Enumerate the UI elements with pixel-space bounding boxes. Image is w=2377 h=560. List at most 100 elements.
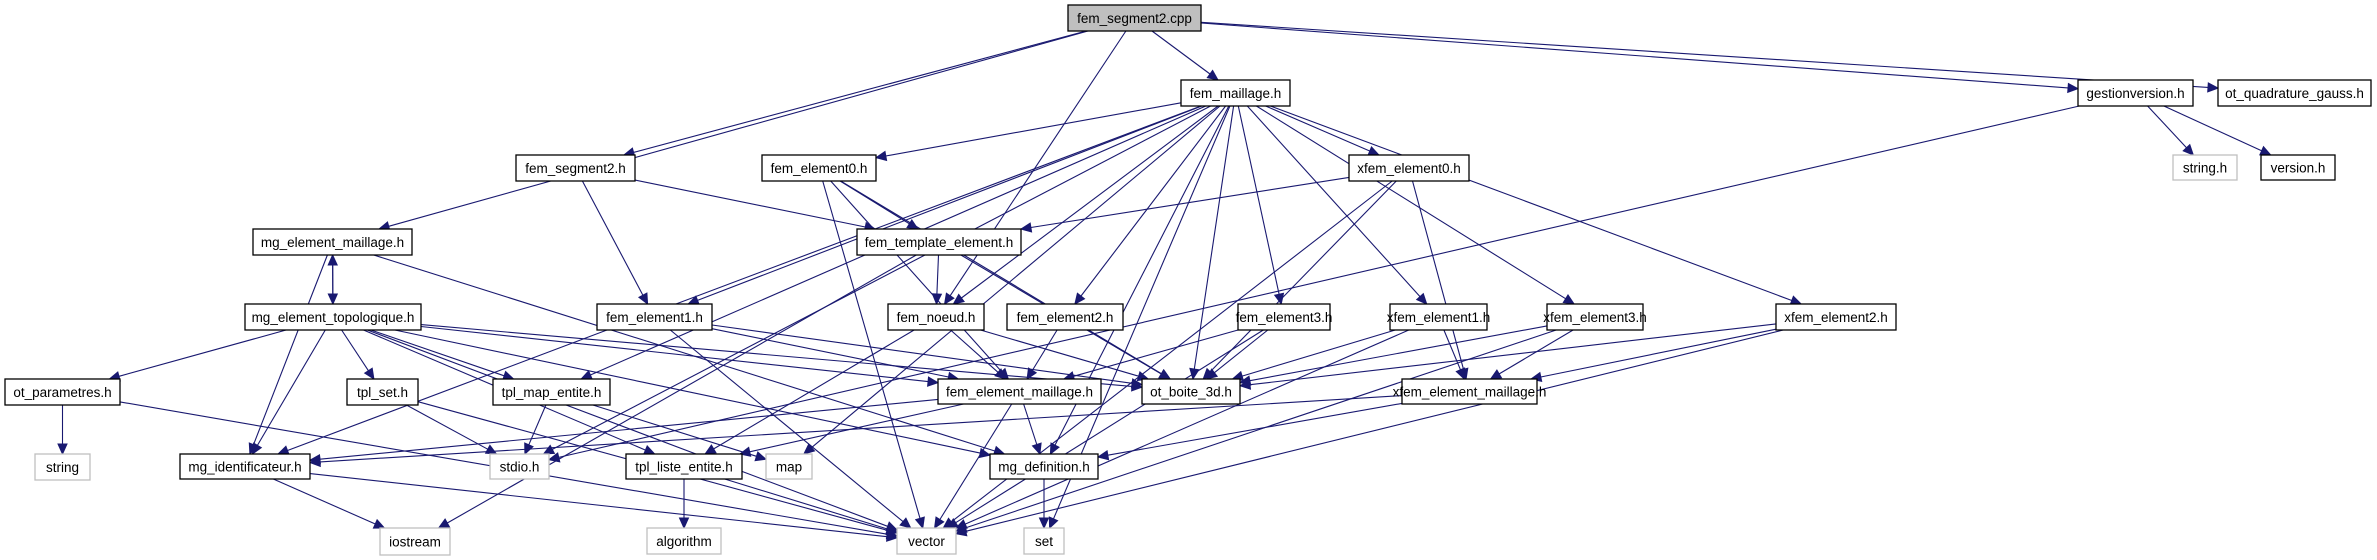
edge-xfem_element2_h-to-vector xyxy=(954,329,1784,537)
edge-line xyxy=(840,180,1162,375)
node-label: fem_maillage.h xyxy=(1190,86,1282,101)
edge-line xyxy=(1052,105,1231,520)
node-fem-element0-h[interactable]: fem_element0.h xyxy=(761,154,877,182)
edge-fem_maillage_h-to-map xyxy=(802,105,1221,455)
node-box xyxy=(1401,378,1538,405)
edge-line xyxy=(592,404,757,457)
arrowhead-icon xyxy=(899,517,912,529)
arrowhead-icon xyxy=(874,150,888,162)
node-fem-element-maillage-h[interactable]: fem_element_maillage.h xyxy=(937,378,1102,405)
edge-tpl_liste_entite_h-to-algorithm xyxy=(678,479,690,530)
arrowhead-icon xyxy=(1049,442,1060,456)
edge-fem_segment2_cpp-to-fem_segment2_h xyxy=(622,30,1087,158)
edge-gestionversion_h-to-stdio_h xyxy=(547,105,2080,463)
edge-line xyxy=(1031,329,1058,371)
arrowhead-icon xyxy=(372,518,386,529)
edge-line xyxy=(711,328,949,378)
arrowhead-icon xyxy=(363,367,375,381)
edge-line xyxy=(2163,105,2262,152)
node-box xyxy=(346,378,419,406)
edge-fem_template_element_h-to-fem_noeud_h xyxy=(931,254,943,306)
edge-fem_segment2_cpp-to-fem_maillage_h xyxy=(1151,30,1219,81)
node-box xyxy=(1546,303,1644,331)
node-box xyxy=(515,154,636,182)
edge-gestionversion_h-to-string_h xyxy=(2147,105,2195,156)
edge-mg_element_maillage_h-to-mg_identificateur_h xyxy=(248,254,328,456)
arrowhead-icon xyxy=(2067,82,2080,94)
node-fem-segment2-cpp[interactable]: fem_segment2.cpp xyxy=(1067,4,1202,32)
node-fem-noeud-h[interactable]: fem_noeud.h xyxy=(887,303,985,331)
node-mg-element-topologique-h[interactable]: mg_element_topologique.h xyxy=(244,303,422,331)
node-gestionversion-h[interactable]: gestionversion.h xyxy=(2077,79,2194,107)
edge-line xyxy=(1151,30,1211,75)
arrowhead-icon xyxy=(802,443,816,455)
node-mg-element-maillage-h[interactable]: mg_element_maillage.h xyxy=(252,228,413,256)
edge-line xyxy=(1030,176,1350,229)
edge-line xyxy=(1265,105,1370,152)
arrowhead-icon xyxy=(1238,379,1252,390)
node-tpl-liste-entite-h[interactable]: tpl_liste_entite.h xyxy=(625,453,743,480)
node-xfem-element2-h[interactable]: xfem_element2.h xyxy=(1775,303,1897,331)
edge-line xyxy=(980,329,1139,377)
edge-line xyxy=(955,329,1264,524)
edge-line xyxy=(724,478,888,530)
node-box xyxy=(1067,4,1202,32)
arrowhead-icon xyxy=(952,293,965,305)
edge-mg_definition_h-to-set xyxy=(1038,479,1050,530)
node-label: fem_element0.h xyxy=(771,161,868,176)
node-ot-parametres-h[interactable]: ot_parametres.h xyxy=(4,378,121,406)
node-label: mg_element_topologique.h xyxy=(252,310,415,325)
node-xfem-element1-h[interactable]: xfem_element1.h xyxy=(1387,303,1491,331)
edge-line xyxy=(1249,323,1777,386)
node-label: mg_element_maillage.h xyxy=(261,235,404,250)
arrowhead-icon xyxy=(931,293,943,306)
arrowhead-icon xyxy=(437,518,451,529)
node-label: tpl_set.h xyxy=(357,385,408,400)
edge-xfem_element1_h-to-xfem_element_maillage_h xyxy=(1443,329,1466,381)
arrowhead-icon xyxy=(704,444,717,455)
arrowhead-icon xyxy=(927,376,940,387)
arrowhead-icon xyxy=(994,368,1007,380)
arrowhead-icon xyxy=(1205,368,1219,380)
node-label: xfem_element0.h xyxy=(1357,161,1461,176)
node-mg-definition-h[interactable]: mg_definition.h xyxy=(989,453,1099,480)
edge-fem_element0_h-to-vector xyxy=(822,180,925,530)
node-xfem-element0-h[interactable]: xfem_element0.h xyxy=(1348,154,1470,182)
node-label: mg_identificateur.h xyxy=(188,460,301,475)
node-tpl-set-h[interactable]: tpl_set.h xyxy=(346,378,419,406)
node-box xyxy=(1775,303,1897,331)
node-mg-identificateur-h[interactable]: mg_identificateur.h xyxy=(179,453,311,480)
node-ot-boite-3d-h[interactable]: ot_boite_3d.h xyxy=(1141,378,1241,405)
node-box xyxy=(1006,303,1124,331)
node-fem-element3-h[interactable]: fem_element3.h xyxy=(1236,303,1333,331)
node-fem-element2-h[interactable]: fem_element2.h xyxy=(1006,303,1124,331)
arrowhead-icon xyxy=(2182,143,2195,156)
edge-line xyxy=(1540,328,1777,378)
edge-fem_maillage_h-to-fem_element2_h xyxy=(1074,105,1227,305)
edge-line xyxy=(697,105,1202,301)
node-xfem-element3-h[interactable]: xfem_element3.h xyxy=(1543,303,1647,331)
node-fem-maillage-h[interactable]: fem_maillage.h xyxy=(1180,79,1291,107)
node-version-h[interactable]: version.h xyxy=(2260,154,2336,181)
node-label: xfem_element_maillage.h xyxy=(1393,385,1547,400)
arrowhead-icon xyxy=(954,526,968,537)
node-xfem-element-maillage-h[interactable]: xfem_element_maillage.h xyxy=(1393,378,1547,405)
node-vector: vector xyxy=(896,527,957,555)
edge-line xyxy=(373,254,995,452)
arrowhead-icon xyxy=(308,456,321,468)
edge-xfem_element_maillage_h-to-mg_definition_h xyxy=(1096,402,1403,461)
node-fem-element1-h[interactable]: fem_element1.h xyxy=(596,303,713,331)
edge-mg_element_maillage_h-to-mg_definition_h xyxy=(373,254,1006,456)
node-fem-segment2-h[interactable]: fem_segment2.h xyxy=(515,154,636,182)
node-box xyxy=(937,378,1102,405)
edge-line xyxy=(1214,329,1269,374)
node-tpl-map-entite-h[interactable]: tpl_map_entite.h xyxy=(492,378,611,406)
node-label: string.h xyxy=(2183,161,2227,176)
node-ot-quadrature-gauss-h[interactable]: ot_quadrature_gauss.h xyxy=(2217,79,2372,107)
node-fem-template-element-h[interactable]: fem_template_element.h xyxy=(856,228,1022,256)
node-box xyxy=(761,154,877,182)
edge-line xyxy=(420,324,1133,387)
edge-fem_element_maillage_h-to-mg_identificateur_h xyxy=(308,398,939,465)
edge-fem_maillage_h-to-fem_element0_h xyxy=(874,102,1182,162)
edge-line xyxy=(961,105,1219,299)
